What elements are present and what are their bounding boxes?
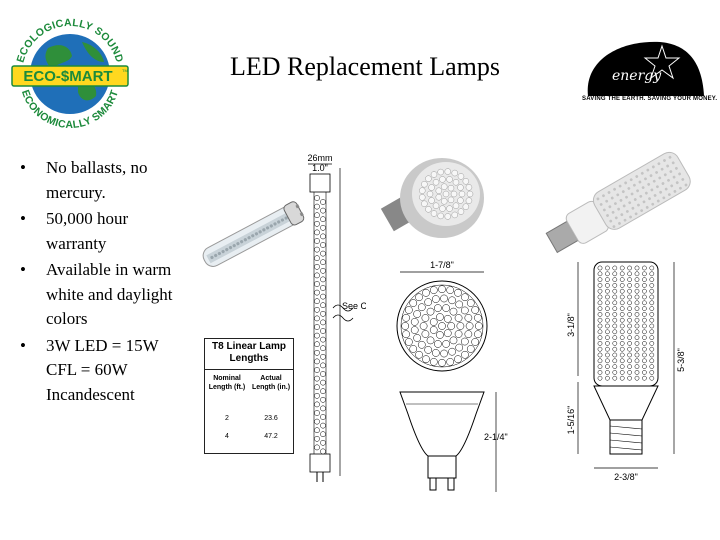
star-icon: [643, 44, 681, 80]
table-row: 4 47.2: [225, 433, 278, 440]
svg-text:1-5/16": 1-5/16": [566, 406, 576, 435]
svg-text:1-7/8": 1-7/8": [430, 260, 454, 270]
svg-text:TM: TM: [122, 68, 128, 73]
eco-smart-logo: ECO-$MART TM ECOLOGICALLY SOUND ECONOMIC…: [11, 17, 129, 131]
svg-text:ECO-$MART: ECO-$MART: [23, 68, 112, 85]
column-header: Nominal Length (ft.): [208, 375, 246, 391]
t8-length-table: T8 Linear Lamp Lengths Nominal Length (f…: [204, 338, 294, 454]
bullet-list: •No ballasts, no mercury. •50,000 hour w…: [20, 156, 190, 409]
corn-bulb-photo: [545, 151, 691, 254]
corn-bulb-diagram: 3-1/8" 1-5/16" 5-3/8" 2-3/8": [545, 151, 691, 482]
svg-text:26mm: 26mm: [307, 153, 332, 163]
svg-text:1.0": 1.0": [312, 163, 328, 173]
bullet-item: •No ballasts, no mercury.: [20, 158, 148, 202]
tube-dimension-diagram: 26mm 1.0" See Chart: [307, 153, 366, 482]
bullet-item: •Available in warm white and daylight co…: [20, 260, 173, 328]
bullet-item: •3W LED = 15W CFL = 60W Incandescent: [20, 335, 159, 404]
svg-text:energy: energy: [612, 68, 662, 84]
par-bulb-diagram: 1-7/8" 2-1/4": [380, 158, 508, 492]
svg-text:5-3/8": 5-3/8": [676, 348, 686, 372]
svg-text:3-1/8": 3-1/8": [566, 313, 576, 337]
slide-title: LED Replacement Lamps: [229, 52, 501, 81]
column-header: Actual Length (in.): [251, 375, 291, 391]
gu10-bulb-photo: [380, 158, 484, 238]
svg-text:2-1/4": 2-1/4": [484, 432, 508, 442]
table-row: 2 23.6: [225, 415, 278, 422]
bullet-item: •50,000 hour warranty: [20, 209, 129, 253]
energy-logo: energy SAVING THE EARTH. SAVING YOUR MON…: [580, 40, 718, 108]
svg-text:See Chart: See Chart: [342, 301, 366, 311]
table-header: Nominal Length (ft.) Actual Length (in.): [205, 370, 293, 410]
led-tube-photo: [202, 201, 305, 267]
energy-tagline: SAVING THE EARTH. SAVING YOUR MONEY.: [582, 96, 718, 102]
svg-text:2-3/8": 2-3/8": [614, 472, 638, 482]
table-title: T8 Linear Lamp Lengths: [205, 339, 293, 370]
